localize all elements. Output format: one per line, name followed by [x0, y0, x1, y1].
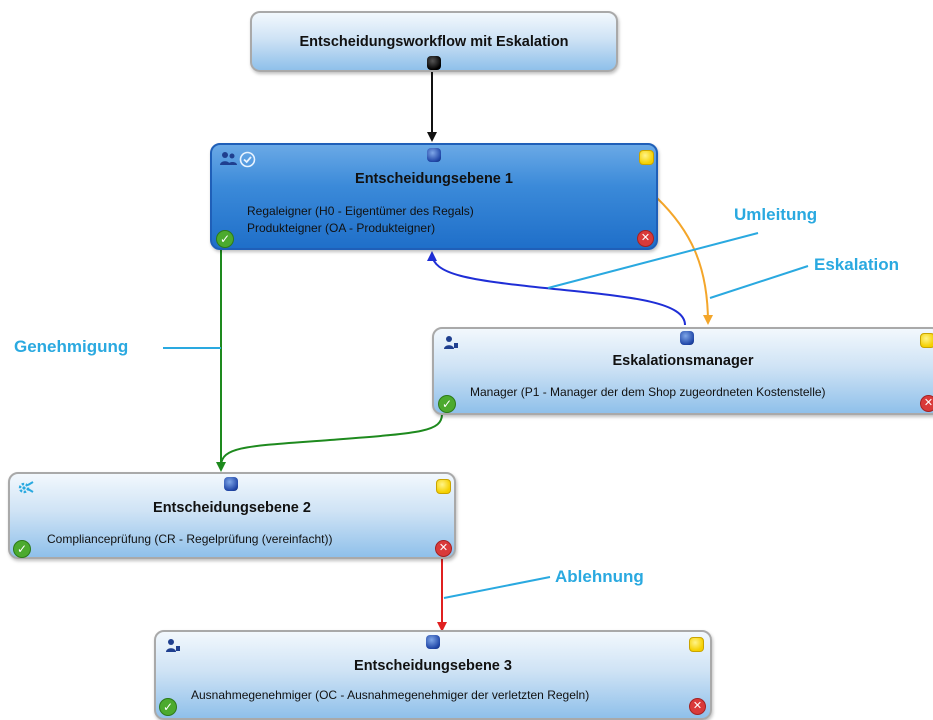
level2-escalation-port[interactable] — [436, 479, 451, 494]
level2-title: Entscheidungsebene 2 — [153, 500, 311, 516]
level3-line-1: Ausnahmegenehmiger (OC - Ausnahmegenehmi… — [191, 688, 590, 702]
gear-icon — [17, 480, 35, 501]
users-icon — [219, 151, 239, 172]
edge-approval-manager-to-level2[interactable] — [220, 413, 443, 466]
approve-port-icon[interactable]: ✓ — [216, 230, 234, 248]
level2-line-1: Complianceprüfung (CR - Regelprüfung (ve… — [47, 532, 333, 546]
reject-port-icon[interactable]: ✕ — [435, 540, 452, 557]
start-node-title: Entscheidungsworkflow mit Eskalation — [299, 34, 569, 50]
manager-escalation-port[interactable] — [920, 333, 933, 348]
level1-line-1: Regaleigner (H0 - Eigentümer des Regals) — [247, 204, 474, 218]
level1-line-2: Produkteigner (OA - Produkteigner) — [247, 221, 436, 235]
leader-rejection — [443, 576, 551, 599]
label-approval: Genehmigung — [14, 337, 129, 356]
manager-line-1: Manager (P1 - Manager der dem Shop zugeo… — [470, 385, 826, 399]
level1-title: Entscheidungsebene 1 — [355, 171, 513, 187]
escalation-manager-node[interactable]: Eskalationsmanager Manager (P1 - Manager… — [432, 327, 933, 415]
decision-level-3-node[interactable]: Entscheidungsebene 3 Ausnahmegenehmiger … — [154, 630, 712, 720]
decision-level-2-node[interactable]: Entscheidungsebene 2 Complianceprüfung (… — [8, 472, 456, 559]
level3-title: Entscheidungsebene 3 — [354, 658, 512, 674]
label-escalation: Eskalation — [814, 255, 900, 274]
level3-input-port[interactable] — [426, 635, 440, 649]
reject-port-icon[interactable]: ✕ — [920, 395, 933, 412]
reject-port-icon[interactable]: ✕ — [689, 698, 706, 715]
start-output-port[interactable] — [427, 56, 441, 70]
start-node[interactable]: Entscheidungsworkflow mit Eskalation — [250, 11, 618, 72]
manager-title: Eskalationsmanager — [612, 353, 754, 369]
approve-port-icon[interactable]: ✓ — [159, 698, 177, 716]
edge-escalation-level1-to-manager[interactable] — [656, 197, 713, 325]
reject-port-icon[interactable]: ✕ — [637, 230, 654, 247]
leader-escalation — [709, 265, 809, 299]
level1-escalation-port[interactable] — [639, 150, 654, 165]
approve-port-icon[interactable]: ✓ — [438, 395, 456, 413]
label-rejection: Ablehnung — [555, 567, 644, 586]
user-icon — [164, 638, 182, 659]
level1-input-port[interactable] — [427, 148, 441, 162]
user-icon — [442, 335, 460, 356]
edge-redirect-manager-to-level1[interactable] — [427, 251, 686, 326]
approve-port-icon[interactable]: ✓ — [13, 540, 31, 558]
label-redirect: Umleitung — [734, 205, 818, 224]
manager-input-port[interactable] — [680, 331, 694, 345]
level2-input-port[interactable] — [224, 477, 238, 491]
decision-level-1-node[interactable]: Entscheidungsebene 1 Regaleigner (H0 - E… — [210, 143, 658, 250]
clock-check-icon — [239, 151, 256, 173]
leader-redirect — [547, 232, 759, 289]
level3-escalation-port[interactable] — [689, 637, 704, 652]
